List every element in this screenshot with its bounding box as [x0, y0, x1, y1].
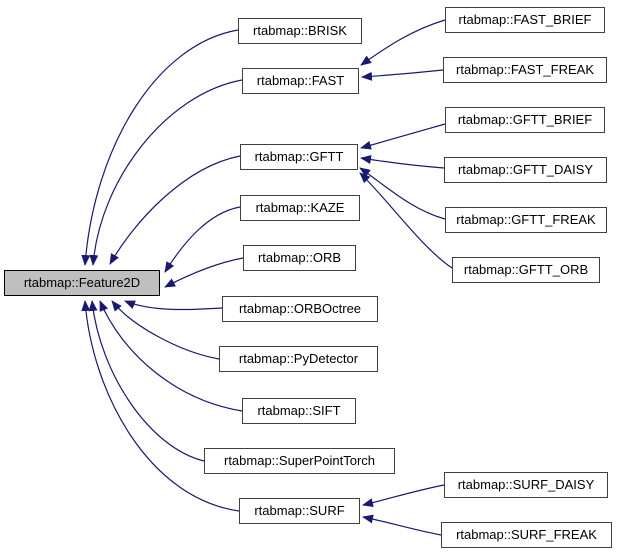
node-gftt[interactable]: rtabmap::GFTT — [240, 144, 358, 170]
edge-fast_freak-to-fast — [361, 69, 444, 81]
edge-surf_freak-to-surf — [362, 514, 442, 536]
edge-fast_brief-to-fast — [360, 19, 446, 66]
edge-gftt_freak-to-gftt — [359, 167, 446, 220]
node-kaze[interactable]: rtabmap::KAZE — [240, 195, 360, 221]
edge-pydetector-to-feature2d — [111, 300, 220, 360]
edge-orboctree-to-feature2d — [124, 300, 223, 311]
node-surf-daisy[interactable]: rtabmap::SURF_DAISY — [444, 472, 608, 498]
edge-kaze-to-feature2d — [164, 206, 241, 273]
node-gftt-daisy[interactable]: rtabmap::GFTT_DAISY — [444, 157, 607, 183]
node-brisk[interactable]: rtabmap::BRISK — [238, 18, 362, 44]
edge-surf-to-feature2d — [81, 300, 240, 512]
edge-orb-to-feature2d — [164, 257, 244, 288]
node-gftt-brief[interactable]: rtabmap::GFTT_BRIEF — [445, 107, 605, 133]
node-gftt-orb[interactable]: rtabmap::GFTT_ORB — [452, 257, 600, 283]
node-feature2d[interactable]: rtabmap::Feature2D — [4, 270, 160, 296]
node-orb[interactable]: rtabmap::ORB — [243, 245, 356, 271]
edge-brisk-to-feature2d — [81, 29, 239, 266]
node-sift[interactable]: rtabmap::SIFT — [242, 398, 356, 424]
node-surf-freak[interactable]: rtabmap::SURF_FREAK — [441, 522, 612, 548]
edge-superpointtorch-to-feature2d — [88, 300, 205, 462]
edge-gftt-to-feature2d — [109, 155, 241, 265]
node-fast-brief[interactable]: rtabmap::FAST_BRIEF — [445, 7, 605, 33]
edge-gftt_daisy-to-gftt — [360, 155, 445, 169]
edge-fast-to-feature2d — [89, 79, 243, 266]
node-fast[interactable]: rtabmap::FAST — [242, 68, 359, 94]
node-superpointtorch[interactable]: rtabmap::SuperPointTorch — [204, 448, 395, 474]
edge-gftt_brief-to-gftt — [360, 123, 446, 150]
node-gftt-freak[interactable]: rtabmap::GFTT_FREAK — [445, 207, 607, 233]
node-fast-freak[interactable]: rtabmap::FAST_FREAK — [443, 57, 607, 83]
node-orboctree[interactable]: rtabmap::ORBOctree — [222, 296, 378, 322]
edge-gftt_orb-to-gftt — [359, 172, 453, 269]
node-surf[interactable]: rtabmap::SURF — [239, 498, 360, 524]
node-pydetector[interactable]: rtabmap::PyDetector — [219, 346, 378, 372]
edge-sift-to-feature2d — [99, 300, 243, 412]
edge-surf_daisy-to-surf — [362, 484, 445, 508]
